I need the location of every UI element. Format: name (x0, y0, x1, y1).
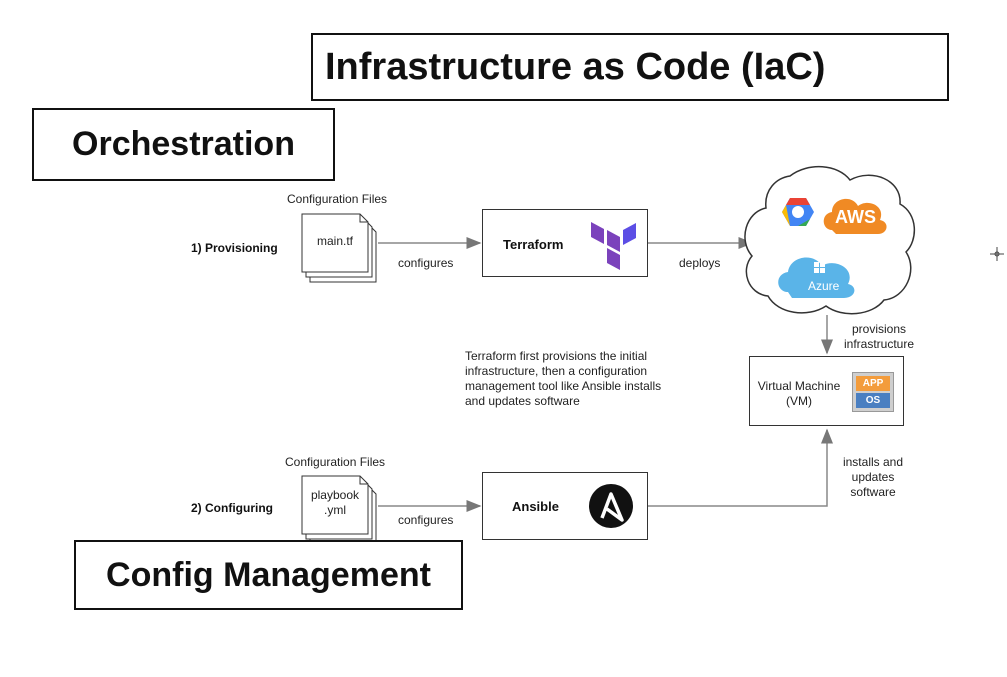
terraform-label: Terraform (503, 237, 564, 252)
vm-line2: (VM) (786, 394, 812, 408)
note-line4: and updates software (465, 394, 580, 408)
ansible-node (482, 472, 648, 540)
config-management-title-box: Config Management (74, 540, 463, 610)
playbook-filename: playbook .yml (302, 488, 368, 518)
note-line2: infrastructure, then a configuration (465, 364, 648, 378)
os-layer: OS (856, 393, 890, 408)
main-title: Infrastructure as Code (IaC) (325, 45, 826, 88)
installs-line1: installs and (842, 455, 904, 469)
vm-line1: Virtual Machine (757, 379, 841, 393)
main-title-box: Infrastructure as Code (IaC) (311, 33, 949, 101)
crosshair-cursor-icon (990, 247, 1004, 261)
configuring-step-label: 2) Configuring (191, 501, 273, 515)
installs-updates-label: installs and updates software (832, 455, 914, 500)
app-layer: APP (856, 376, 890, 391)
main-tf-filename: main.tf (316, 234, 353, 248)
orchestration-title-box: Orchestration (32, 108, 335, 181)
deploys-label: deploys (679, 256, 721, 270)
terraform-node (482, 209, 648, 277)
app-os-icon: APP OS (852, 372, 894, 412)
ansible-label: Ansible (512, 499, 559, 514)
explanation-note: Terraform first provisions the initial i… (465, 349, 725, 409)
config-management-title: Config Management (106, 555, 431, 594)
installs-line3: software (850, 485, 896, 499)
provisions-infrastructure-label: provisions infrastructure (838, 322, 920, 352)
provisions-line2: infrastructure (843, 337, 915, 351)
note-line3: management tool like Ansible installs (465, 379, 662, 393)
provisioning-configures-label: configures (398, 256, 454, 270)
provisions-line1: provisions (851, 322, 907, 336)
configuring-configures-label: configures (398, 513, 454, 527)
playbook-line1: playbook (310, 488, 360, 502)
provisioning-step-label: 1) Provisioning (191, 241, 278, 255)
note-line1: Terraform first provisions the initial (465, 349, 648, 363)
virtual-machine-label: Virtual Machine (VM) (751, 379, 847, 409)
aws-logo-text: AWS (835, 207, 877, 227)
provisioning-files-caption: Configuration Files (287, 192, 388, 206)
playbook-line2: .yml (324, 503, 346, 517)
azure-logo-text: Azure (808, 279, 840, 293)
installs-line2: updates (851, 470, 895, 484)
orchestration-title: Orchestration (72, 125, 295, 163)
configuring-files-caption: Configuration Files (285, 455, 386, 469)
arrow-ansible-to-vm (648, 428, 833, 507)
